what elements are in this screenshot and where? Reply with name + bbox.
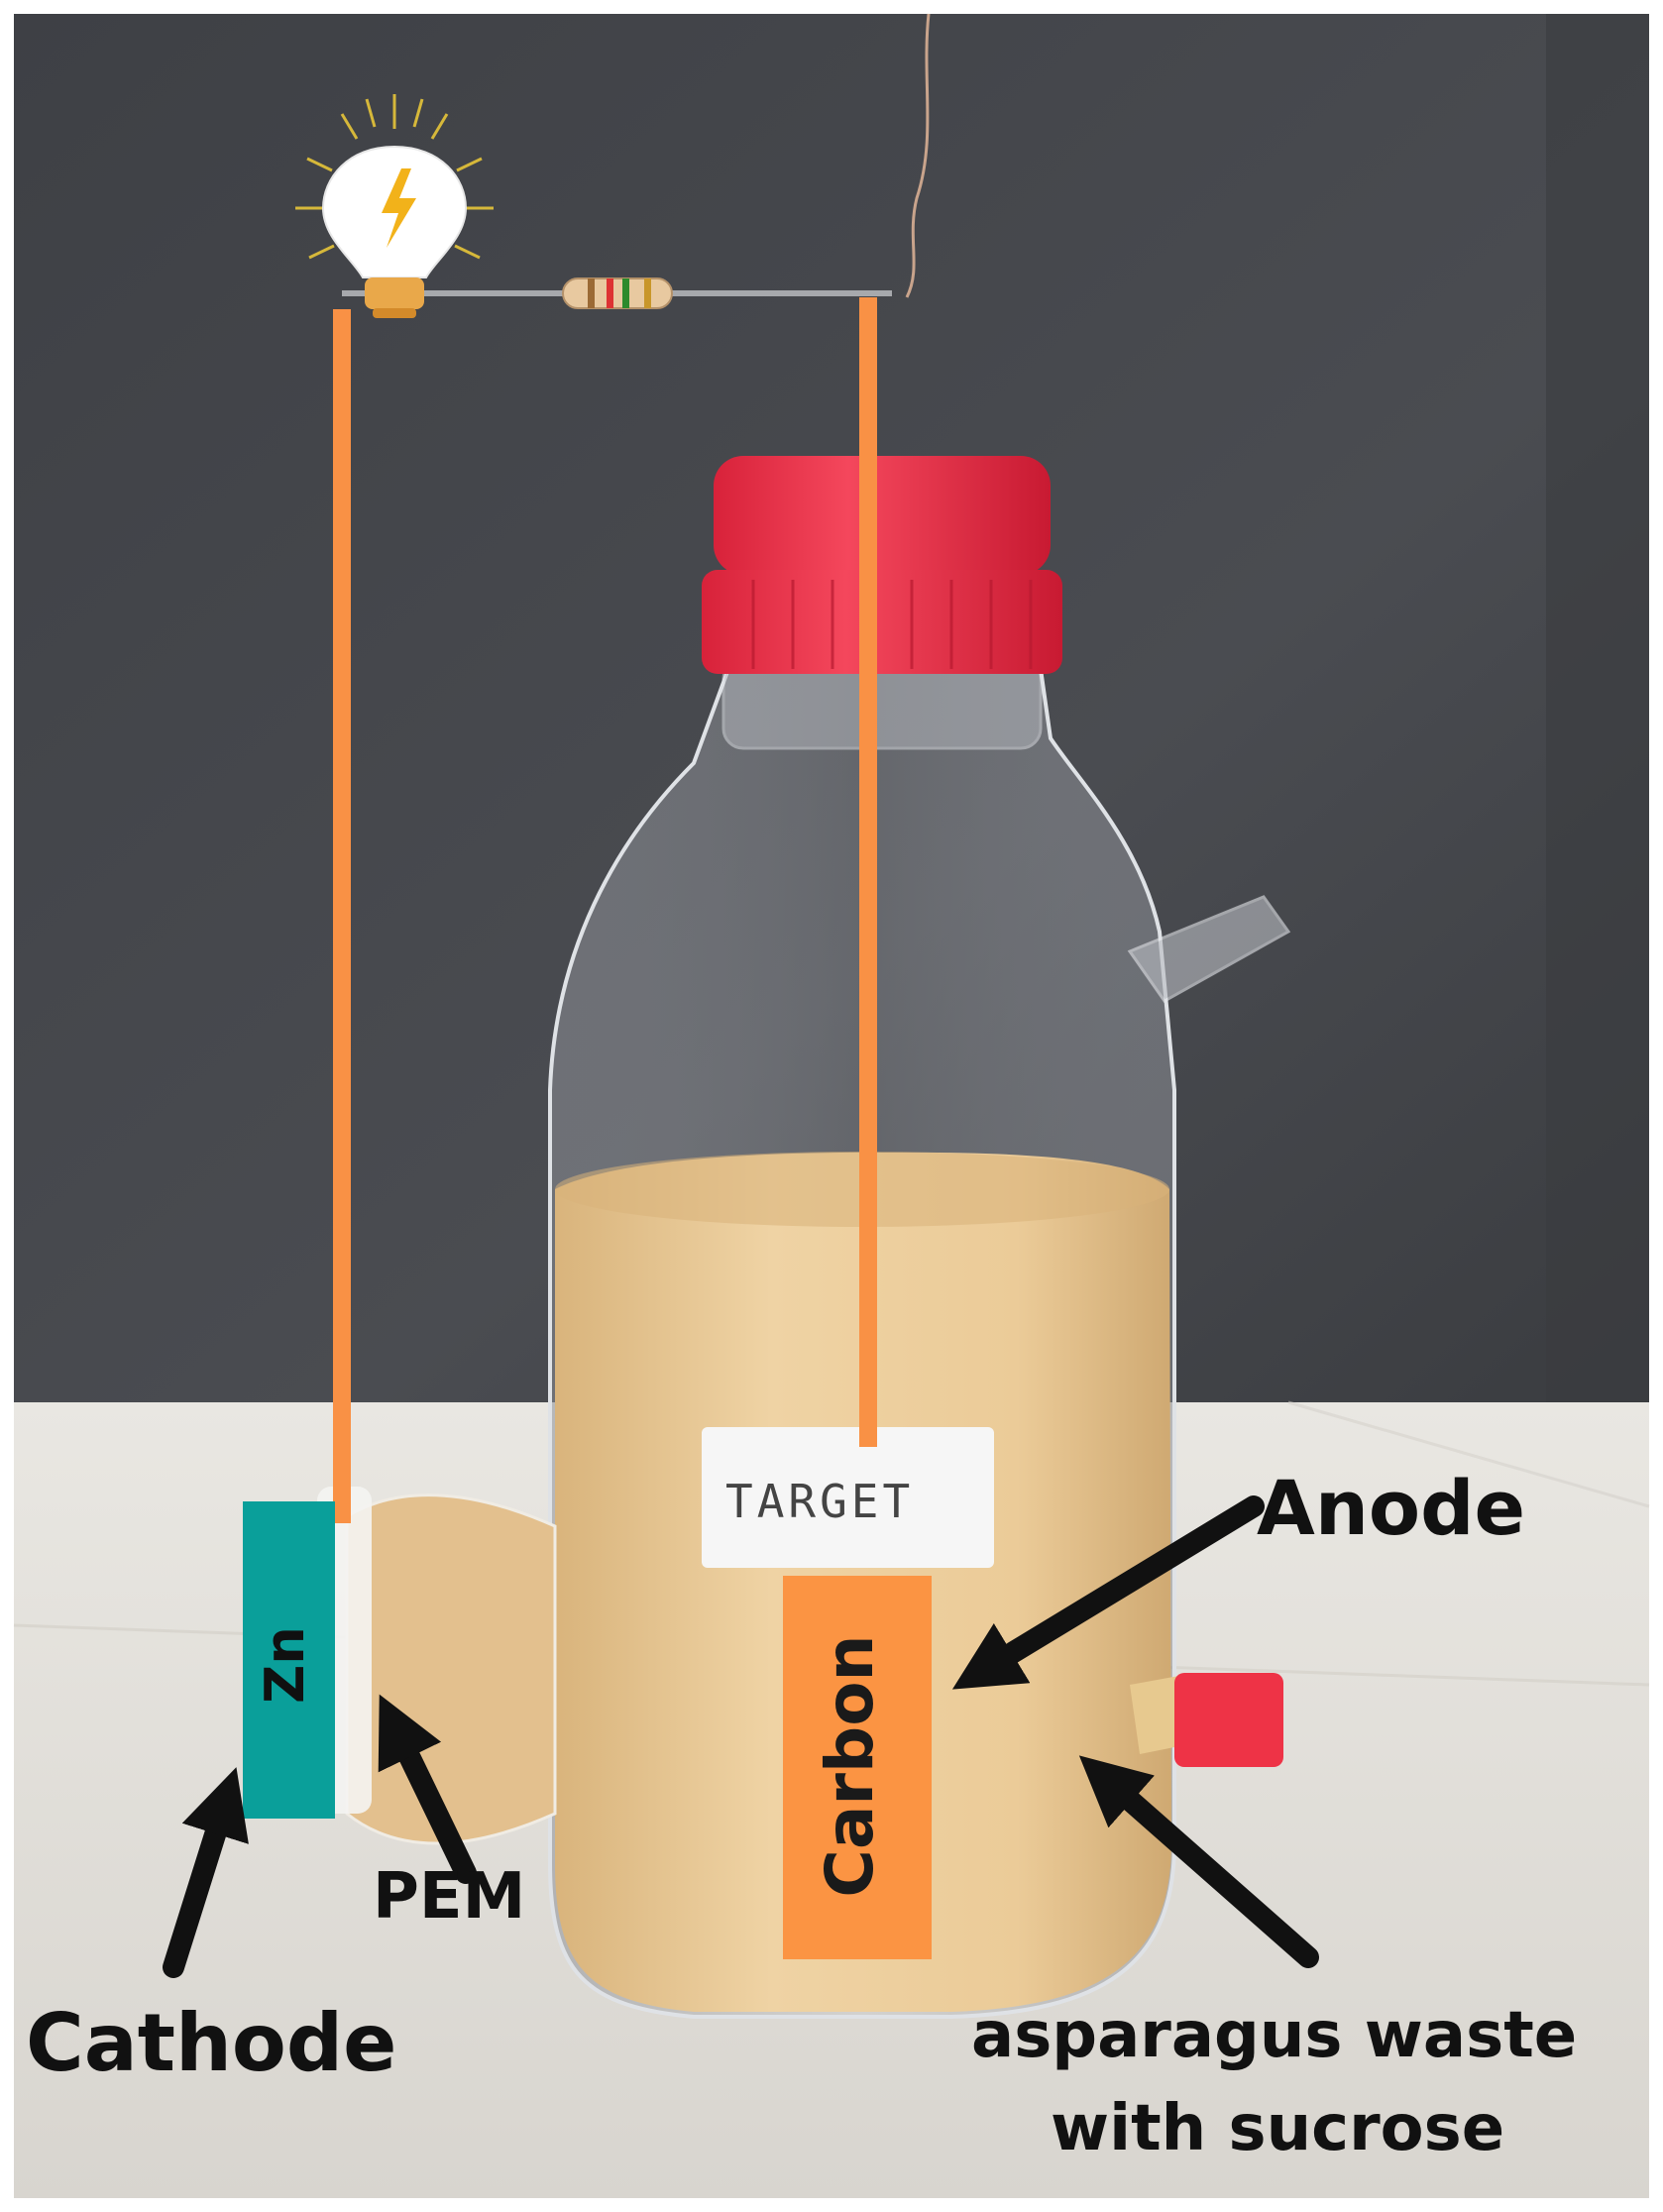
- carbon-electrode: [783, 1576, 932, 1959]
- carbon-label: Carbon: [812, 1634, 888, 1898]
- waste-label-line1: asparagus waste: [971, 1999, 1578, 2072]
- waste-label-line2: with sucrose: [1051, 2092, 1505, 2165]
- cathode-label: Cathode: [26, 1997, 397, 2089]
- anode-label: Anode: [1257, 1464, 1526, 1552]
- pem-label: PEM: [373, 1860, 526, 1934]
- right-wire: [859, 297, 877, 1447]
- zinc-electrode: [243, 1501, 335, 1819]
- anode-arrow: [951, 1495, 1265, 1690]
- bottle-cap: [714, 456, 1051, 575]
- target-label: [702, 1427, 994, 1568]
- hanging-wire: [905, 13, 931, 298]
- sampling-port-cap: [1174, 1673, 1283, 1767]
- light-bulb-icon: [295, 94, 494, 318]
- cathode-arm: [345, 1493, 557, 1845]
- pem-arrow: [378, 1694, 477, 1884]
- resistor-icon: [562, 277, 673, 309]
- waste-arrow: [1078, 1755, 1319, 1968]
- cathode-arrow: [163, 1767, 249, 1978]
- left-wire: [333, 309, 351, 1523]
- side-nozzle: [1127, 895, 1291, 1003]
- zn-label: Zn: [254, 1626, 316, 1704]
- target-label-text: TARGET: [725, 1475, 915, 1528]
